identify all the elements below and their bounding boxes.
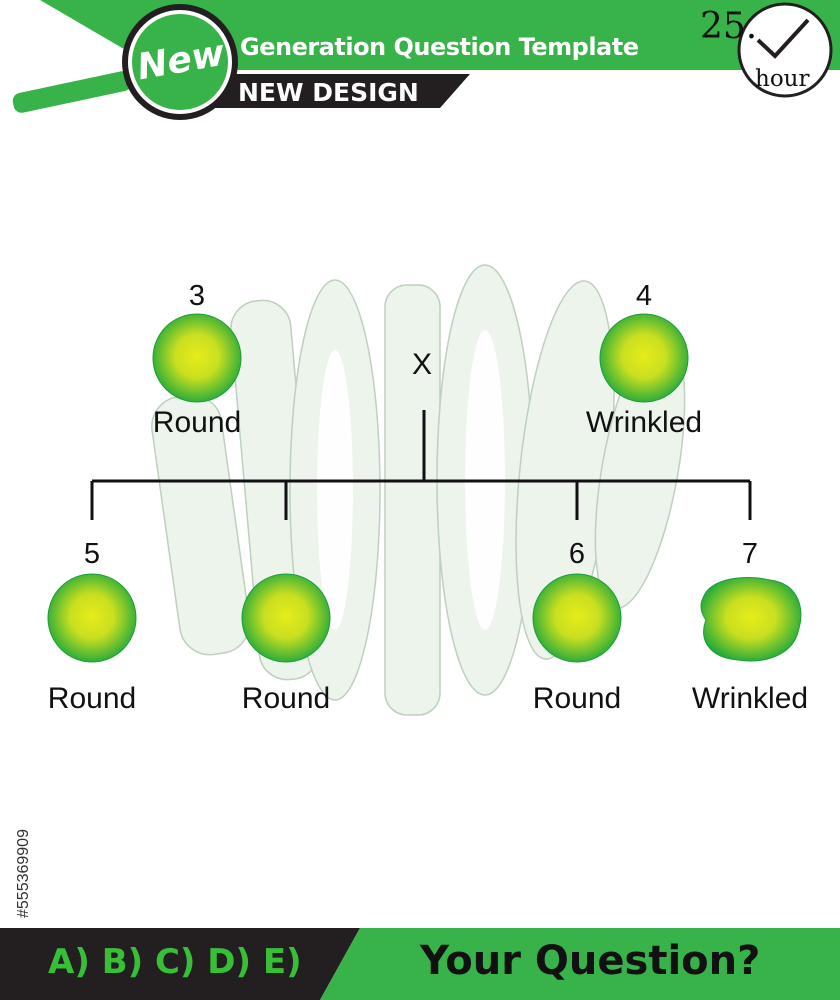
parent-3-phenotype: Round [152, 406, 242, 439]
pea-offspring-5 [47, 573, 137, 663]
footer-question-bar [320, 928, 840, 1000]
parent-4-number: 4 [635, 280, 653, 312]
parent-3-number: 3 [188, 280, 206, 312]
cross-symbol: X [411, 348, 432, 381]
pea-parent-4 [599, 313, 689, 403]
offspring-5-number: 5 [83, 538, 101, 570]
header-title: Generation Question Template [240, 33, 639, 61]
offspring-5-phenotype: Round [47, 682, 137, 715]
side-stock-id: #555369909 [15, 829, 32, 918]
magnifier-handle [12, 71, 132, 113]
subtitle-bar [215, 74, 470, 108]
new-badge-circle [128, 10, 232, 114]
pea-parent-3 [152, 313, 242, 403]
offspring-7-phenotype: Wrinkled [691, 682, 809, 715]
timer-unit: hour [755, 66, 810, 92]
footer-answers-bar [0, 928, 360, 1000]
header-bar [120, 0, 840, 70]
offspring-6-number: 6 [568, 538, 586, 570]
pea-offspring-6 [532, 573, 622, 663]
header-subtitle: NEW DESIGN [238, 78, 419, 107]
offspring-7-number: 7 [741, 538, 759, 570]
answer-options: A) B) C) D) E) [48, 942, 302, 982]
timer-circle [737, 2, 833, 98]
pea-offspring-7-wrinkled [700, 576, 802, 662]
offspring-2-phenotype: Round [241, 682, 331, 715]
question-prompt: Your Question? [420, 938, 761, 984]
pea-offspring-round [241, 573, 331, 663]
parent-4-phenotype: Wrinkled [585, 406, 703, 439]
pedigree-lines [90, 410, 752, 520]
check-icon [756, 18, 810, 59]
svg-text:#555369909: #555369909 [15, 829, 32, 918]
timer-value: 25. [700, 6, 758, 47]
offspring-6-phenotype: Round [532, 682, 622, 715]
